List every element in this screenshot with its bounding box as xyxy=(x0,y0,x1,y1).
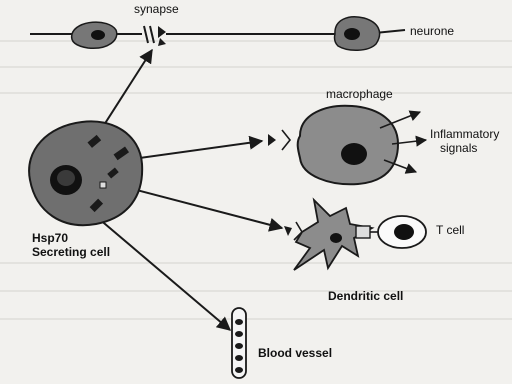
t-cell-label: T cell xyxy=(436,224,464,237)
inflammatory-signals-label-line1: Inflammatory xyxy=(430,128,499,141)
arrow-to-blood-vessel xyxy=(98,218,230,330)
synapse-label: synapse xyxy=(134,3,179,16)
blood-vessel xyxy=(232,308,246,378)
neurone-cell xyxy=(166,17,405,50)
hsp70-secreting-cell xyxy=(29,121,142,225)
arrow-to-dendritic-cell xyxy=(125,187,282,228)
upper-neuron xyxy=(30,22,142,48)
dendritic-cell-label: Dendritic cell xyxy=(328,290,403,303)
arrow-to-macrophage xyxy=(125,141,262,160)
hsp70-label-line1: Hsp70 xyxy=(32,232,68,245)
macrophage-label: macrophage xyxy=(326,88,393,101)
neurone-label: neurone xyxy=(410,25,454,38)
t-cell xyxy=(378,216,426,248)
dendritic-cell xyxy=(284,200,382,270)
hsp70-label-line2: Secreting cell xyxy=(32,246,110,259)
synapse-junction xyxy=(144,26,166,46)
macrophage-cell xyxy=(268,106,426,185)
blood-vessel-label: Blood vessel xyxy=(258,347,332,360)
inflammatory-signals-label-line2: signals xyxy=(440,142,477,155)
